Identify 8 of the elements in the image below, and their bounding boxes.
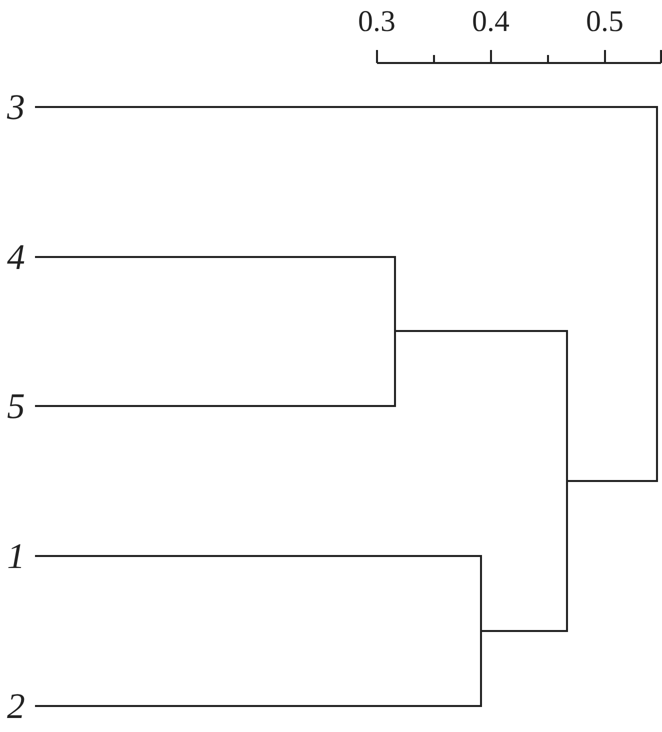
leaf-label: 3 — [7, 89, 25, 125]
leaf-label: 1 — [7, 538, 25, 574]
scale-value: 0.4 — [472, 7, 510, 37]
leaf-label: 2 — [7, 688, 25, 724]
leaf-label: 5 — [7, 388, 25, 424]
leaf-label: 4 — [7, 239, 25, 275]
scale-value: 0.5 — [586, 7, 624, 37]
scale-value: 0.3 — [358, 7, 396, 37]
